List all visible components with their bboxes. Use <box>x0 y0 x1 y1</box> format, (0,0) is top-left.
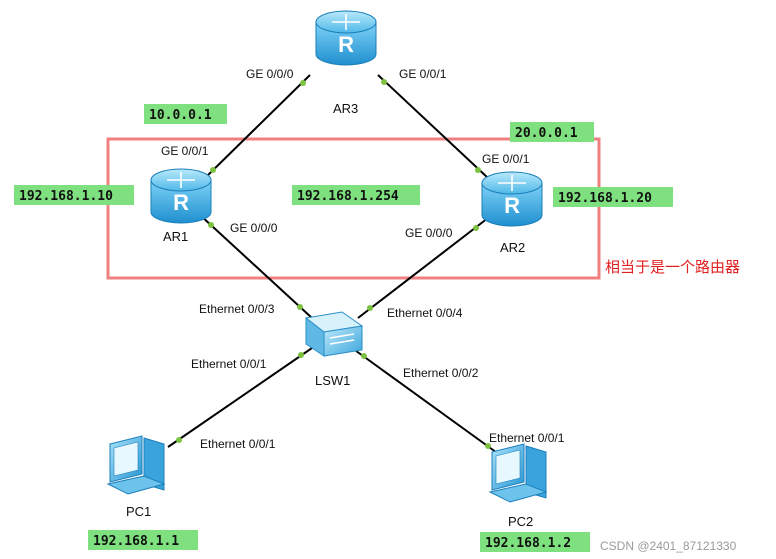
port-dot <box>208 222 214 228</box>
router-ar1[interactable]: R <box>150 168 212 224</box>
iface-label: Ethernet 0/0/1 <box>200 437 276 451</box>
device-label-lsw1: LSW1 <box>315 373 350 388</box>
ip-label-text: 10.0.0.1 <box>149 108 212 123</box>
ip-label-text: 192.168.1.20 <box>558 191 652 206</box>
port-dot <box>297 304 303 310</box>
device-label-ar1: AR1 <box>163 229 188 244</box>
ip-label-ar2-wan: 20.0.0.1 <box>510 122 594 142</box>
link-ar2-lsw1 <box>357 217 489 319</box>
ip-label-text: 192.168.1.1 <box>93 534 179 549</box>
ip-label-text: 192.168.1.2 <box>485 536 571 551</box>
iface-label: Ethernet 0/0/1 <box>489 431 565 445</box>
iface-label: GE 0/0/1 <box>161 144 209 158</box>
ip-label-ar2-lan: 192.168.1.20 <box>553 187 673 207</box>
group-note: 相当于是一个路由器 <box>605 258 740 276</box>
ip-label-pc1: 192.168.1.1 <box>88 530 198 550</box>
link-ar1-lsw1 <box>199 214 313 319</box>
port-dot <box>298 352 304 358</box>
link-lsw1-pc2 <box>351 347 501 456</box>
port-dot <box>475 167 481 173</box>
iface-label: GE 0/0/0 <box>230 221 278 235</box>
watermark: CSDN @2401_87121330 <box>600 539 737 553</box>
iface-label: Ethernet 0/0/4 <box>387 306 463 320</box>
iface-label: Ethernet 0/0/2 <box>403 366 479 380</box>
device-label-pc1: PC1 <box>126 504 151 519</box>
device-label-ar2: AR2 <box>500 240 525 255</box>
iface-label: GE 0/0/1 <box>399 67 447 81</box>
router-glyph: R <box>504 193 520 218</box>
link-ar3-ar1 <box>204 74 311 179</box>
port-dots <box>176 79 491 449</box>
router-glyph: R <box>338 32 354 57</box>
switch-lsw1[interactable] <box>304 311 364 357</box>
ip-label-pc2: 192.168.1.2 <box>480 532 590 552</box>
links <box>167 74 501 456</box>
link-lsw1-pc1 <box>167 347 313 448</box>
router-glyph: R <box>173 190 189 215</box>
port-dot <box>300 80 306 86</box>
iface-label: Ethernet 0/0/3 <box>199 302 275 316</box>
ip-label-text: 192.168.1.10 <box>19 189 113 204</box>
port-dot <box>210 167 216 173</box>
ip-label-text: 192.168.1.254 <box>297 189 399 204</box>
port-dot <box>381 79 387 85</box>
link-ar3-ar2 <box>377 74 489 179</box>
iface-label: GE 0/0/0 <box>405 226 453 240</box>
port-dot <box>176 437 182 443</box>
iface-label: GE 0/0/1 <box>482 152 530 166</box>
port-dot <box>485 443 491 449</box>
router-ar3[interactable]: R <box>315 10 377 66</box>
device-label-ar3: AR3 <box>333 101 358 116</box>
port-dot <box>367 305 373 311</box>
port-dot <box>473 225 479 231</box>
pc-pc1[interactable] <box>106 435 166 495</box>
ip-label-text: 20.0.0.1 <box>515 126 578 141</box>
port-dot <box>361 353 367 359</box>
ip-label-virtual: 192.168.1.254 <box>292 185 420 205</box>
pc-pc2[interactable] <box>488 443 548 503</box>
router-group-box <box>106 137 601 280</box>
ip-label-ar1-lan: 192.168.1.10 <box>14 185 134 205</box>
ip-label-ar1-wan: 10.0.0.1 <box>144 104 227 124</box>
iface-label: GE 0/0/0 <box>246 67 294 81</box>
iface-label: Ethernet 0/0/1 <box>191 357 267 371</box>
device-label-pc2: PC2 <box>508 514 533 529</box>
router-ar2[interactable]: R <box>481 171 543 227</box>
